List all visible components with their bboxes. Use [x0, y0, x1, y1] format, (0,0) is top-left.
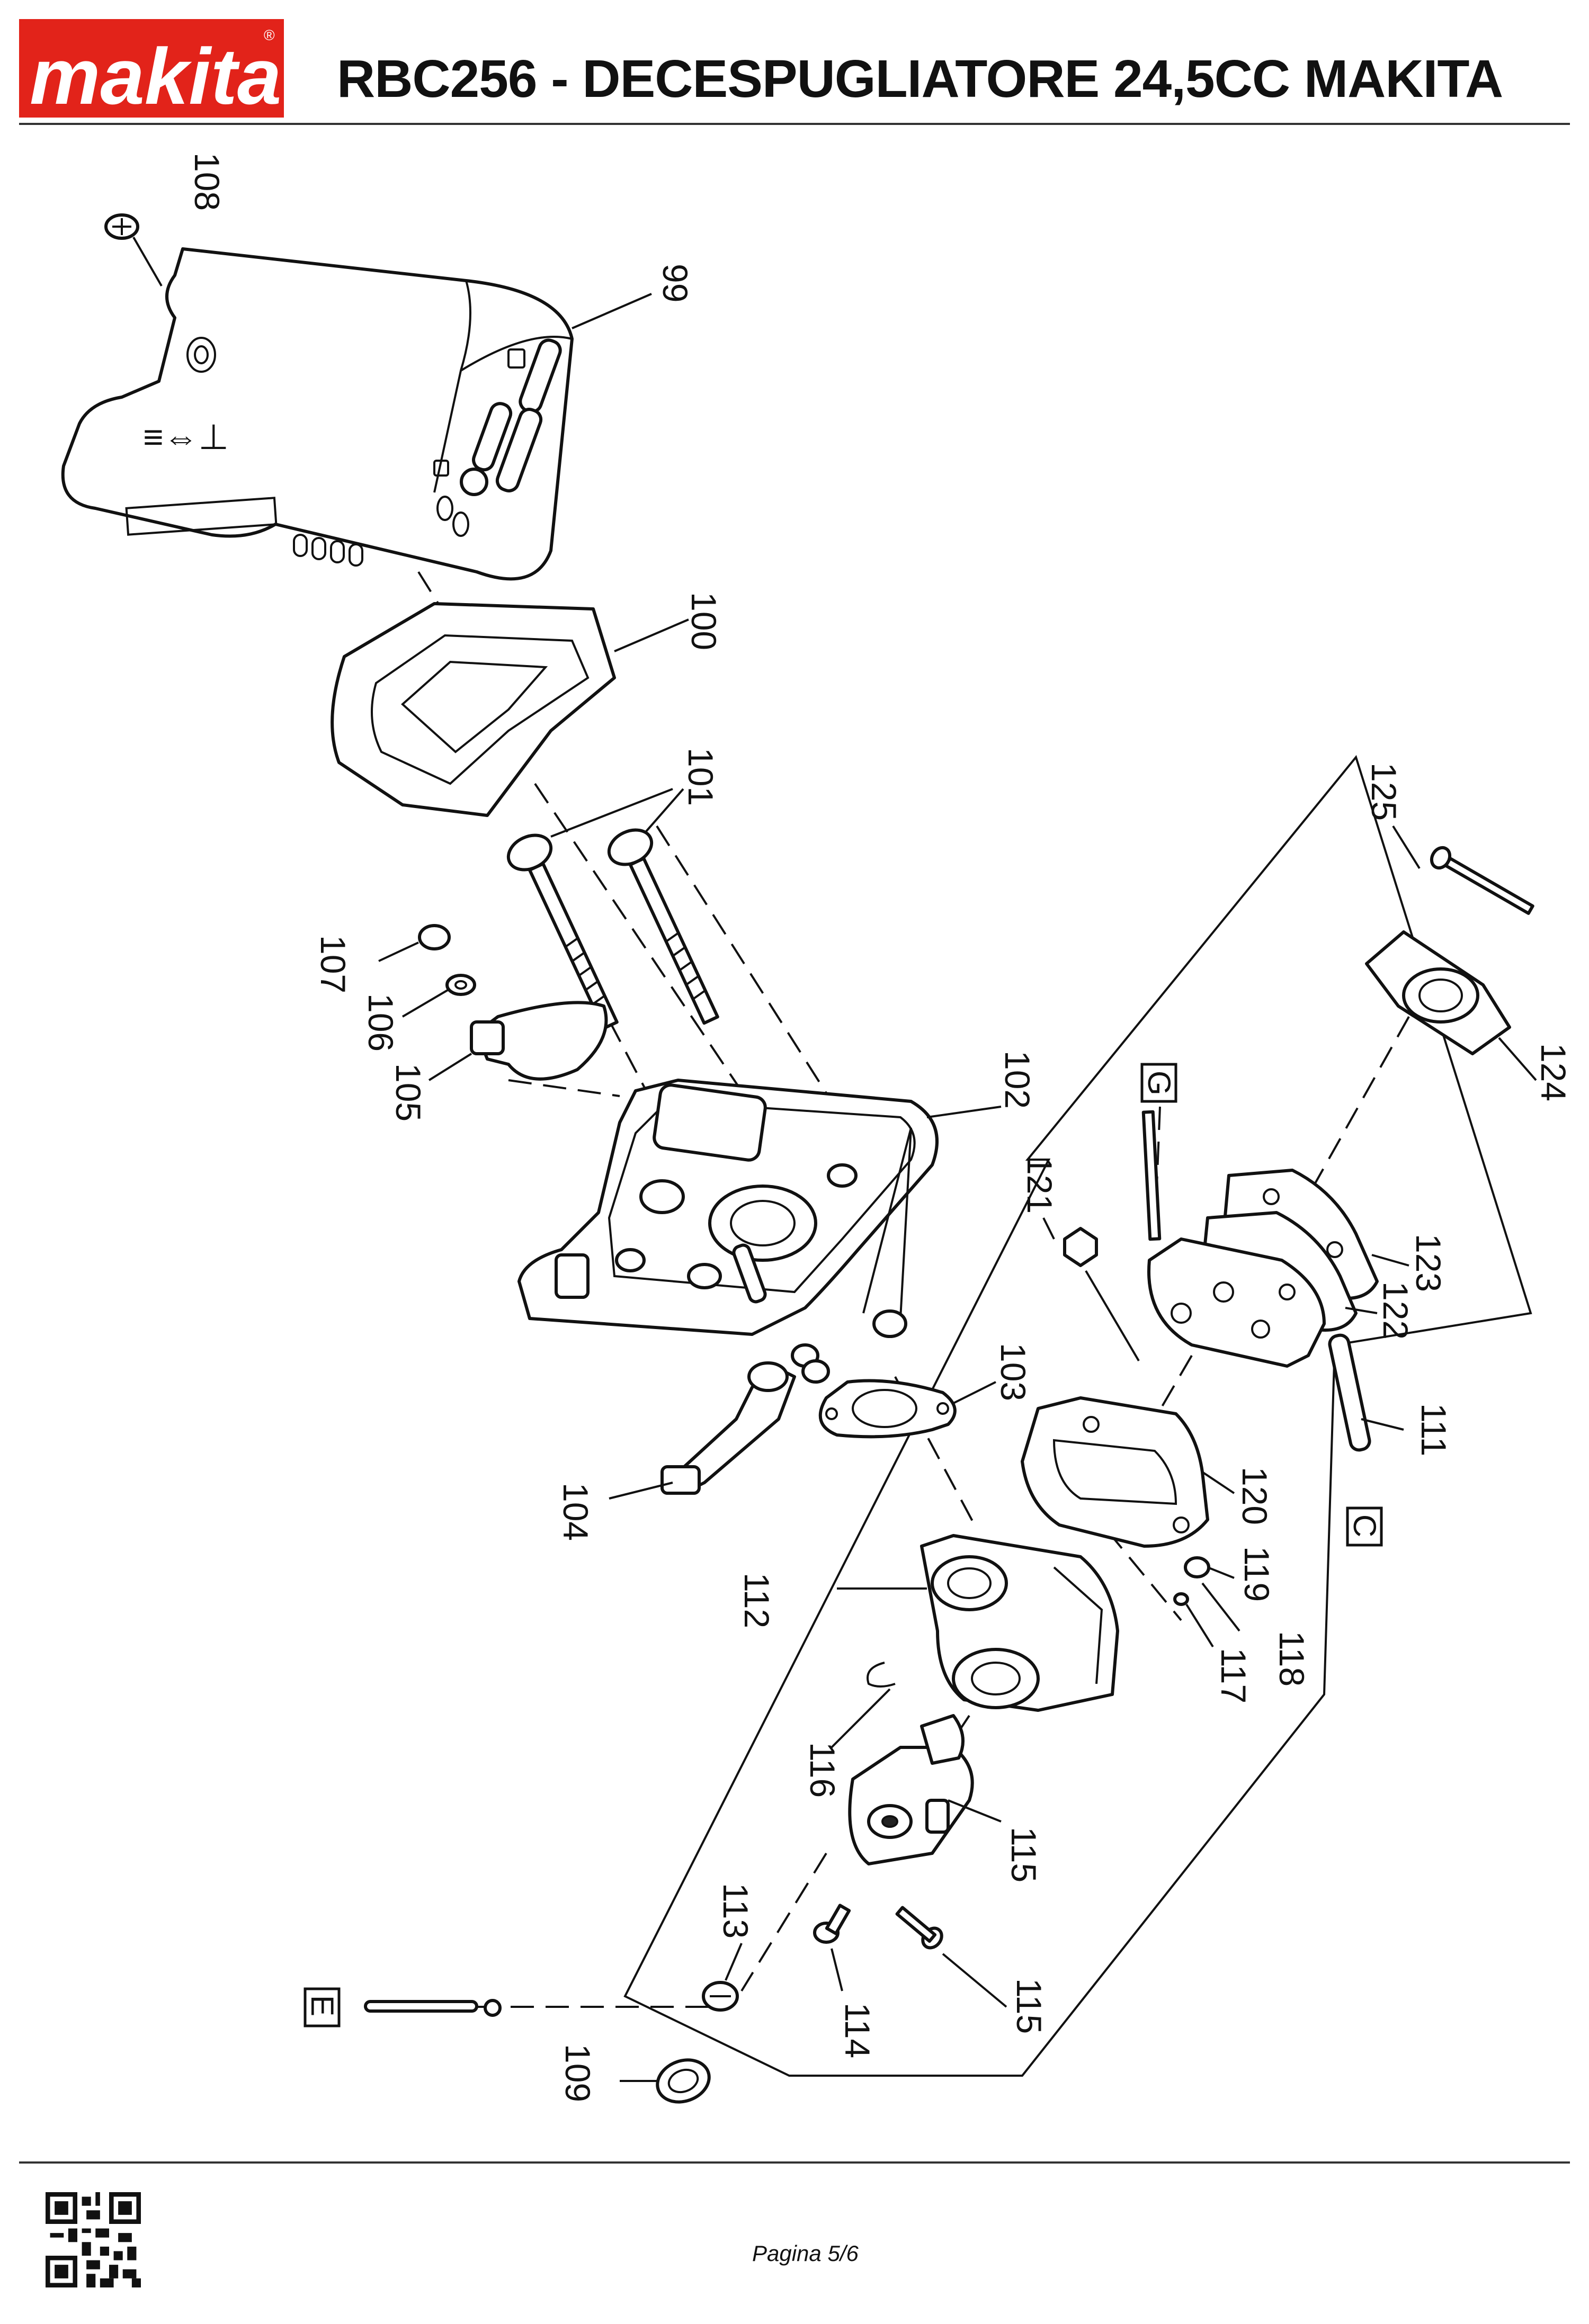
reference-boxes: G C E	[303, 1063, 1383, 2027]
part-label: 100	[684, 592, 724, 650]
part-label: 121	[1020, 1155, 1059, 1214]
pump-body	[1147, 1237, 1326, 1368]
clip-116	[831, 1662, 896, 1748]
part-label: 113	[716, 1883, 755, 1939]
screw-108	[104, 213, 163, 286]
fuel-pipe-110	[1328, 1333, 1404, 1452]
part-label: 118	[1272, 1631, 1311, 1686]
svg-text:G: G	[1141, 1071, 1177, 1096]
screw-125	[1392, 825, 1534, 915]
part-label: 109	[558, 2044, 597, 2102]
rod-g	[1141, 1110, 1162, 1241]
page-title: RBC256 - DECESPUGLIATORE 24,5CC MAKITA	[337, 49, 1503, 109]
gasket-120	[1021, 1396, 1235, 1548]
carburetor-body-111	[837, 1534, 1119, 1712]
sleeves	[791, 1309, 907, 1384]
part-label: 114	[838, 2003, 877, 2058]
air-filter-element-100	[331, 602, 689, 817]
logo-registered-mark: ®	[264, 27, 275, 43]
svg-text:E: E	[305, 1995, 340, 2016]
grommet-109	[620, 2058, 711, 2104]
washer-106	[401, 974, 476, 1018]
svg-text:C: C	[1347, 1514, 1382, 1537]
part-label: 124	[1534, 1043, 1573, 1101]
gasket-103	[818, 1379, 996, 1439]
reference-box-g: G	[1140, 1063, 1177, 1103]
parts-117-119	[1173, 1556, 1240, 1648]
part-label: 111	[1414, 1403, 1453, 1456]
part-label: 107	[314, 935, 353, 993]
logo-background	[19, 19, 284, 118]
part-label: 105	[389, 1063, 428, 1121]
logo-wordmark: makita	[30, 32, 281, 118]
screw-113	[813, 1904, 851, 1991]
part-label: 106	[361, 993, 400, 1052]
choke-symbol: ≡⇔⊥	[143, 417, 229, 456]
cable-e	[364, 1999, 502, 2017]
part-label: 108	[188, 152, 227, 211]
adjust-screw-112	[702, 1943, 743, 2012]
reference-box-e: E	[303, 1987, 341, 2027]
nut-121	[1042, 1217, 1140, 1362]
makita-logo: makita ®	[19, 19, 284, 118]
part-label: 125	[1364, 762, 1404, 821]
part-label: 122	[1376, 1281, 1415, 1340]
screw-114	[895, 1906, 1007, 2008]
part-label: 99	[656, 264, 695, 302]
reference-box-c: C	[1346, 1506, 1383, 1547]
part-label: 103	[994, 1343, 1033, 1401]
qr-code	[46, 2192, 141, 2287]
pump-cover-124	[1365, 930, 1537, 1081]
screws-101	[506, 788, 719, 1030]
throttle-assembly-115	[848, 1714, 1002, 1865]
lever-104	[609, 1361, 796, 1500]
part-number-labels: 108 99 100 101 107 106 105 102 103 104 1…	[188, 152, 1573, 2102]
carburetor-group-outline	[623, 755, 1532, 2077]
page-number: Pagina 5/6	[752, 2241, 859, 2266]
small-screw-107	[378, 924, 451, 962]
header-divider	[19, 123, 1570, 125]
part-label: 112	[737, 1573, 776, 1628]
air-cleaner-cover-99: ≡⇔⊥	[61, 247, 652, 581]
air-cleaner-base-102	[517, 1079, 1002, 1336]
choke-plate-105	[428, 1001, 608, 1081]
part-label: 117	[1214, 1648, 1253, 1703]
part-label: 115	[1004, 1827, 1043, 1882]
footer-divider	[19, 2161, 1570, 2164]
part-label: 120	[1235, 1467, 1274, 1525]
vent-slots	[293, 534, 363, 567]
part-label: 101	[681, 748, 720, 806]
part-label: 123	[1409, 1234, 1448, 1292]
part-label: 116	[803, 1742, 842, 1798]
part-label: 115	[1010, 1978, 1049, 2034]
part-label: 104	[556, 1483, 595, 1541]
part-label: 102	[998, 1051, 1037, 1109]
part-label: 119	[1237, 1546, 1276, 1602]
